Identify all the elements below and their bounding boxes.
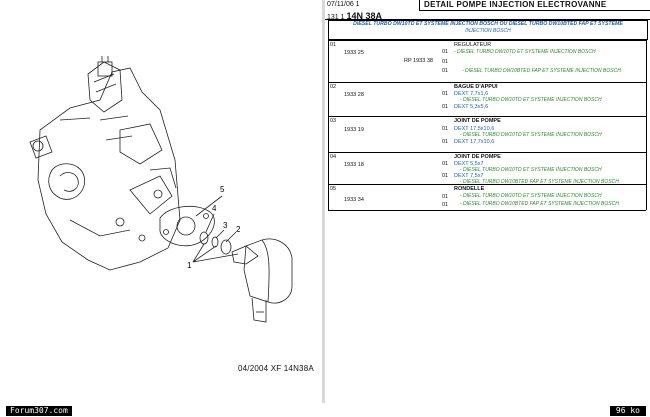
part-row[interactable]: 01 1933 25 RP 1933 38 01 01 01 REGULATEU… xyxy=(328,40,646,82)
qty: 01 xyxy=(442,161,449,167)
qty: 01 xyxy=(442,59,449,65)
qty: 01 xyxy=(442,91,449,97)
part-note: - DIESEL TURBO DW10TD ET SYSTEME INJECTI… xyxy=(454,49,596,55)
qty: 01 xyxy=(442,139,449,145)
part-note: - DIESEL TURBO DW10TD ET SYSTEME INJECTI… xyxy=(460,167,602,173)
part-reference: 1933 19 xyxy=(344,127,364,133)
part-row[interactable]: 05 1933 34 01 01 RONDELLE - DIESEL TURBO… xyxy=(328,184,646,210)
part-reference: 1933 18 xyxy=(344,162,364,168)
pump-exploded-diagram: 5 4 3 2 1 xyxy=(29,56,293,323)
table-bottom-rule xyxy=(328,210,646,211)
qty: 01 xyxy=(442,202,449,208)
group-code: 14N 38A xyxy=(346,11,383,21)
part-spec: DEXT 5,5x7 xyxy=(454,161,484,167)
applicability-line-2: INJECTION BOSCH xyxy=(465,28,511,34)
group-prefix: 131 1 xyxy=(327,14,345,21)
callout-5: 5 xyxy=(220,185,225,194)
part-name: REGULATEUR xyxy=(454,42,492,48)
item-number: 05 xyxy=(330,186,337,192)
exploded-drawing-panel: 5 4 3 2 1 04/2004 XF 14N38A xyxy=(0,0,322,403)
qty: 01 xyxy=(442,104,449,110)
drawing-reference: 04/2004 XF 14N38A xyxy=(238,364,314,373)
part-note: - DIESEL TURBO DW10BTED FAP ET SYSTEME I… xyxy=(460,201,619,207)
item-number: 02 xyxy=(330,84,337,90)
part-row[interactable]: 03 1933 19 01 01 JOINT DE POMPE DEXT 17,… xyxy=(328,116,646,152)
part-name: RONDELLE xyxy=(454,186,485,192)
file-size-badge: 96 ko xyxy=(609,406,646,416)
part-spec: DEXT 17,7x10,6 xyxy=(454,139,495,145)
part-spec: DEXT 5,3x5,6 xyxy=(454,104,489,110)
header-bottom-rule xyxy=(325,19,650,20)
panel-divider xyxy=(322,0,325,403)
part-note: - DIESEL TURBO DW10BTED FAP ET SYSTEME I… xyxy=(460,179,619,185)
item-number: 04 xyxy=(330,154,337,160)
item-number: 01 xyxy=(330,42,337,48)
part-row[interactable]: 04 1933 18 01 01 JOINT DE POMPE DEXT 5,5… xyxy=(328,152,646,185)
parts-list-panel: 07/11/06 1 131 1 14N 38A DETAIL POMPE IN… xyxy=(325,0,650,403)
site-watermark: Forum307.com xyxy=(6,406,72,416)
part-note: - DIESEL TURBO DW10TD ET SYSTEME INJECTI… xyxy=(460,193,602,199)
page-title: DETAIL POMPE INJECTION ELECTROVANNE xyxy=(419,0,650,10)
part-note: - DIESEL TURBO DW10TD ET SYSTEME INJECTI… xyxy=(460,132,602,138)
part-row[interactable]: 02 1933 28 01 01 BAGUE D'APPUI DEXT 7,7x… xyxy=(328,82,646,116)
item-number: 03 xyxy=(330,118,337,124)
applicability-line-1: DIESEL TURBO DW10TD ET SYSTEME INJECTION… xyxy=(353,21,623,27)
part-note: - DIESEL TURBO DW10BTED FAP ET SYSTEME I… xyxy=(462,68,621,74)
qty: 01 xyxy=(442,68,449,74)
qty: 01 xyxy=(442,194,449,200)
callout-1: 1 xyxy=(187,261,192,270)
part-name: BAGUE D'APPUI xyxy=(454,84,498,90)
callout-4: 4 xyxy=(212,204,217,213)
header-date: 07/11/06 1 xyxy=(327,1,360,8)
table-left-border xyxy=(328,40,329,210)
part-spec: DEXT 7,5x7 xyxy=(454,173,484,179)
part-name: JOINT DE POMPE xyxy=(454,154,501,160)
callout-3: 3 xyxy=(223,221,228,230)
bottom-bar xyxy=(0,403,650,417)
callout-2: 2 xyxy=(236,225,241,234)
part-reference: 1933 28 xyxy=(344,92,364,98)
table-right-border xyxy=(646,40,647,210)
qty: 01 xyxy=(442,173,449,179)
part-reference: 1933 34 xyxy=(344,197,364,203)
part-name: JOINT DE POMPE xyxy=(454,118,501,124)
applicability-box: DIESEL TURBO DW10TD ET SYSTEME INJECTION… xyxy=(328,20,648,40)
qty: 01 xyxy=(442,126,449,132)
qty: 01 xyxy=(442,49,449,55)
part-note: - DIESEL TURBO DW10TD ET SYSTEME INJECTI… xyxy=(460,97,602,103)
part-reference: 1933 25 xyxy=(344,50,364,56)
header-group: 131 1 14N 38A xyxy=(327,11,382,21)
part-spec: DEXT 17,5x10,6 xyxy=(454,126,495,132)
alt-reference: RP 1933 38 xyxy=(404,58,433,64)
header-divider xyxy=(419,10,650,11)
part-spec: DEXT 7,7x1,6 xyxy=(454,91,489,97)
